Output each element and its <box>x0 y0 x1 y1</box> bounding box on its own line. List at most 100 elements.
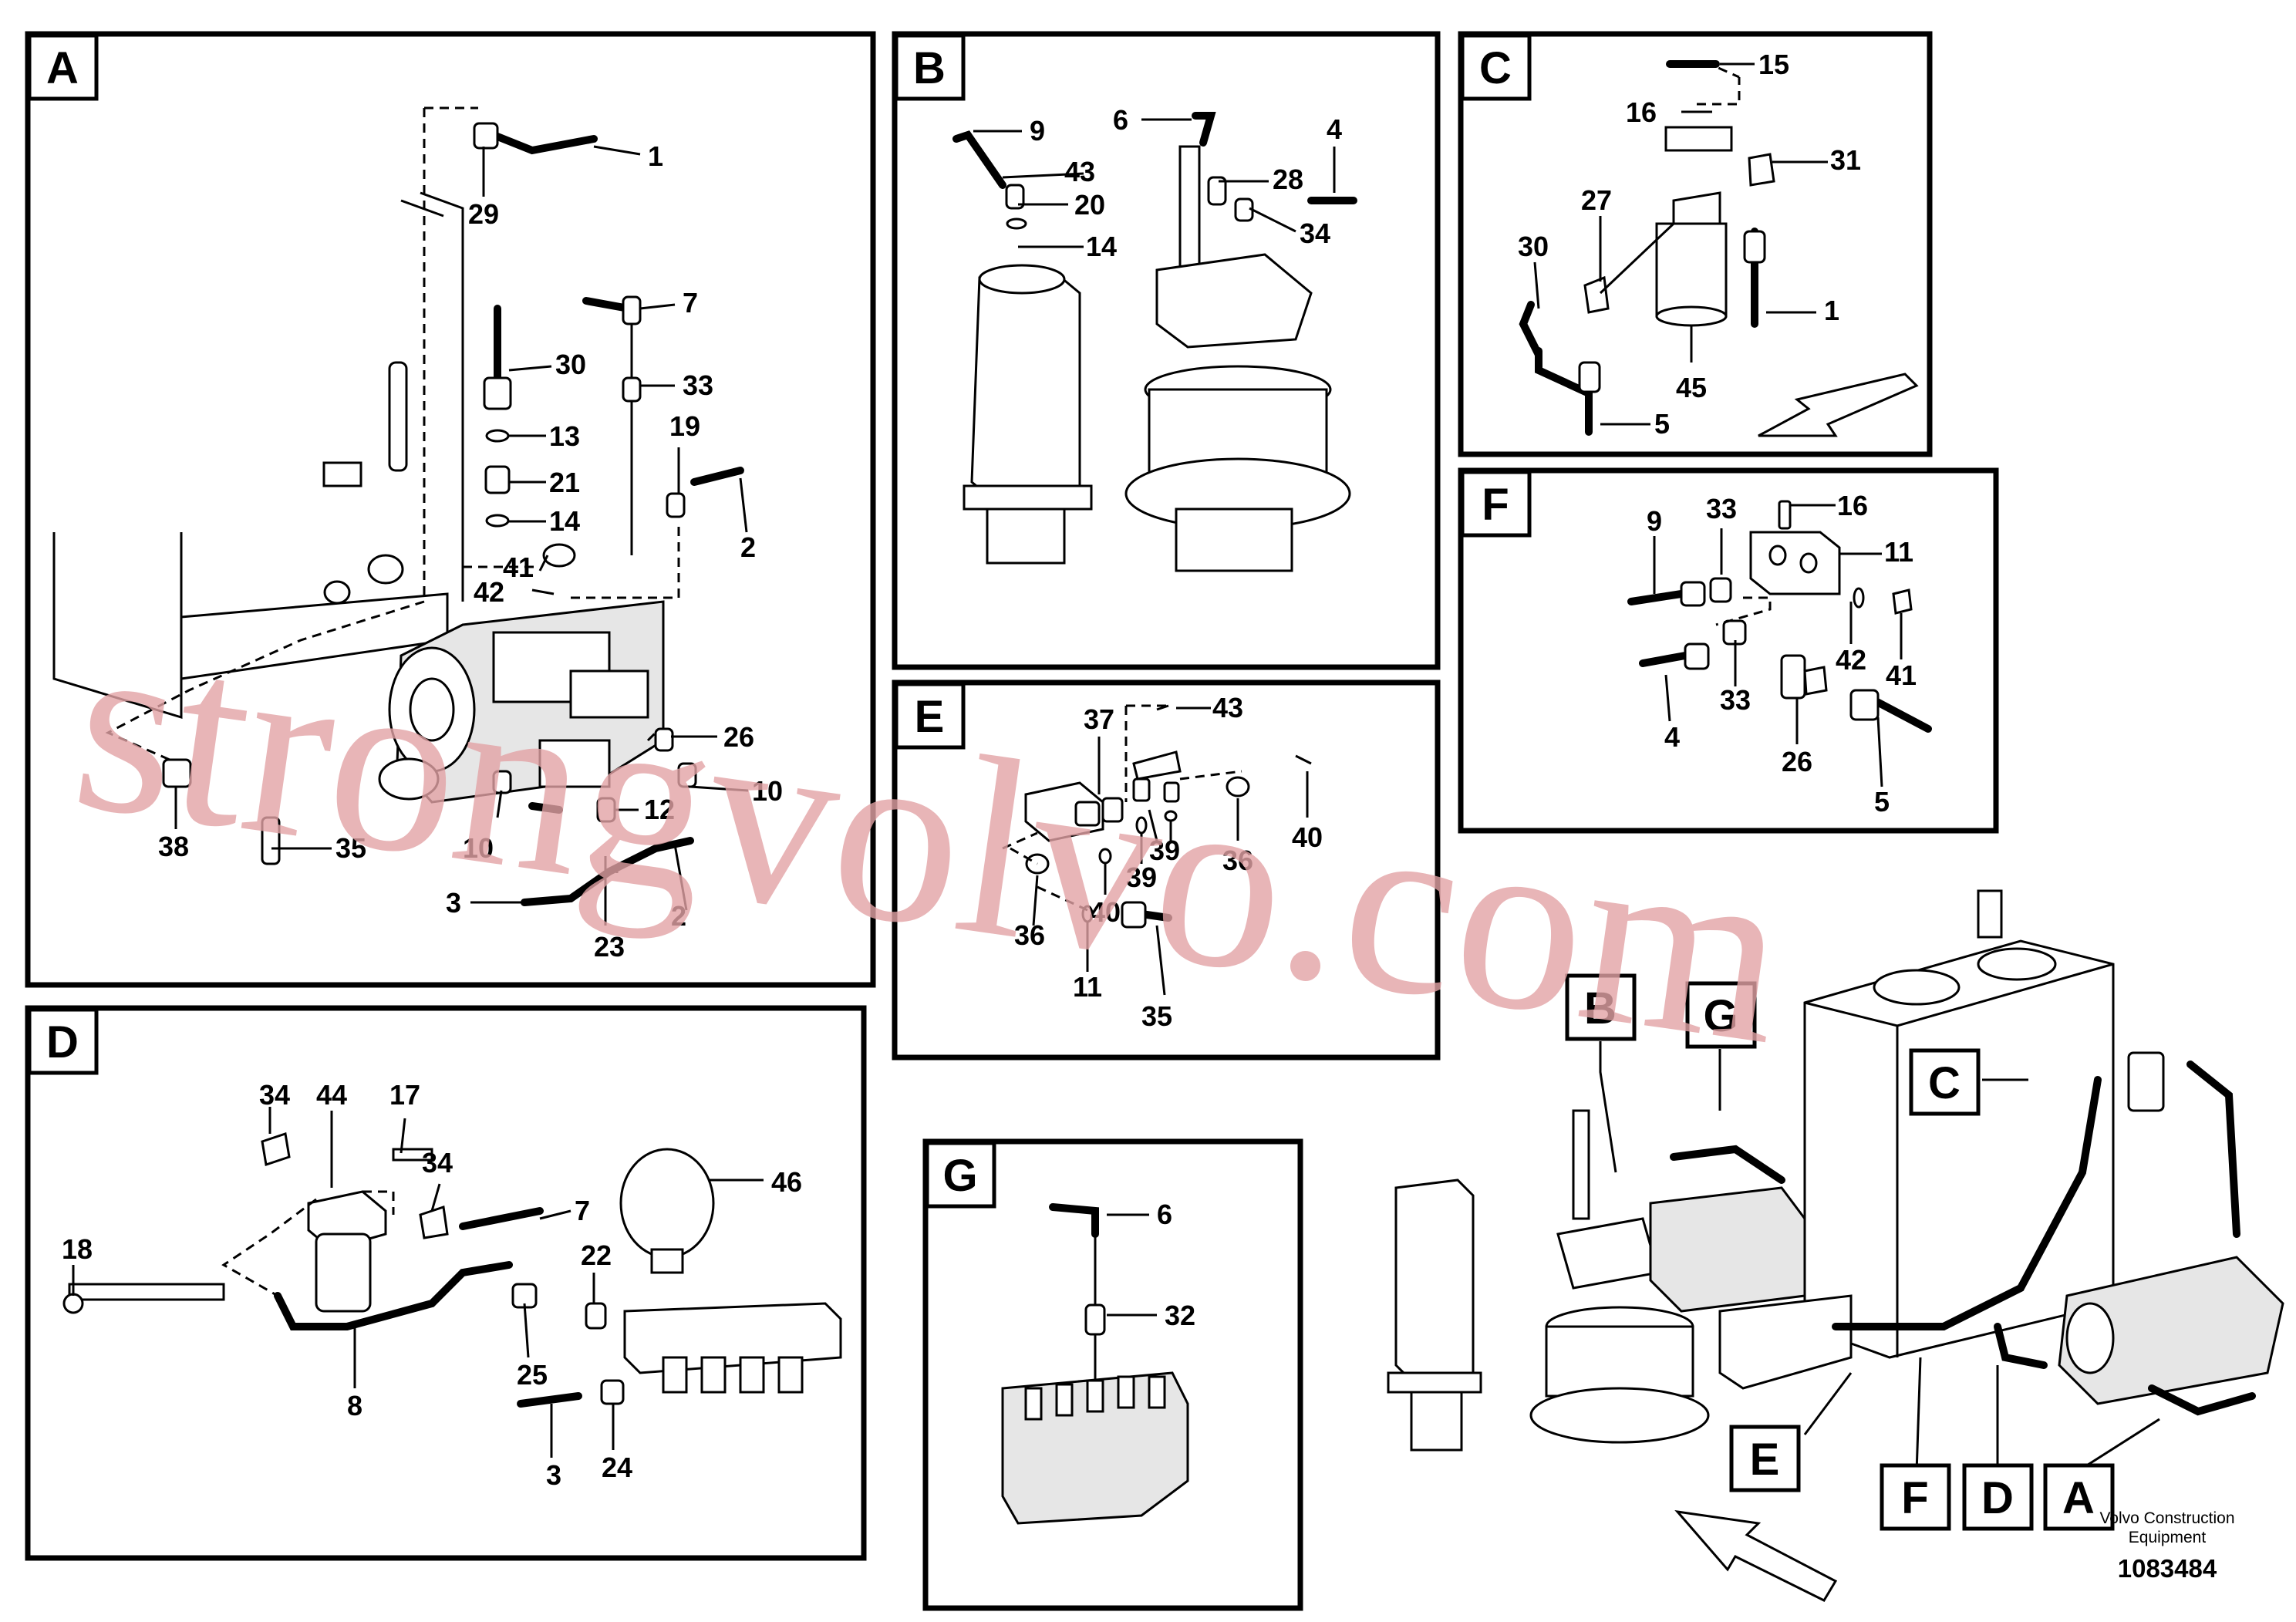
callout-f-41: 41 <box>1886 659 1917 691</box>
callout-c-16: 16 <box>1626 96 1657 128</box>
callout-d-24: 24 <box>602 1452 632 1483</box>
callout-a-35: 35 <box>335 832 366 864</box>
callout-a-23: 23 <box>594 931 625 963</box>
callout-e-37: 37 <box>1084 703 1114 735</box>
callout-a-21: 21 <box>549 467 580 498</box>
overview-tag-b[interactable]: B <box>1584 983 1617 1034</box>
return-filter <box>1655 126 1733 327</box>
panel-g: G 6 32 <box>922 1138 1303 1611</box>
callout-d-18: 18 <box>62 1233 93 1265</box>
callout-b-34: 34 <box>1300 218 1330 249</box>
callout-g-6: 6 <box>1157 1199 1172 1230</box>
callout-a-7: 7 <box>683 287 698 319</box>
callout-d-7: 7 <box>575 1195 590 1226</box>
callout-d-34-left: 34 <box>259 1079 290 1111</box>
callout-f-26: 26 <box>1782 746 1812 777</box>
callout-a-26: 26 <box>723 721 754 753</box>
callout-b-4: 4 <box>1327 113 1342 145</box>
pilot-filter <box>307 1190 387 1313</box>
callout-a-29: 29 <box>468 198 499 230</box>
callout-e-39-bottom: 39 <box>1126 862 1157 893</box>
panel-f-tag: F <box>1482 480 1509 530</box>
panel-d: D <box>25 1005 867 1561</box>
hydraulic-pump <box>378 600 665 804</box>
overview-tag-g[interactable]: G <box>1703 991 1738 1041</box>
overview-tag-c[interactable]: C <box>1928 1058 1961 1108</box>
panel-d-tag: D <box>46 1017 79 1067</box>
callout-g-32: 32 <box>1165 1300 1195 1331</box>
panel-e-tag: E <box>915 692 945 742</box>
swivel-joint <box>963 264 1093 565</box>
callout-d-46: 46 <box>771 1166 802 1198</box>
callout-c-45: 45 <box>1676 372 1707 403</box>
panel-a-tag: A <box>46 43 79 93</box>
solenoid-valve <box>1024 781 1124 842</box>
callout-f-9: 9 <box>1647 505 1662 537</box>
brand-line-1: Volvo Construction <box>2099 1509 2234 1527</box>
overview-tag-f[interactable]: F <box>1901 1473 1928 1523</box>
callout-a-3: 3 <box>446 887 461 919</box>
panel-b: B 9 6 4 43 28 <box>892 31 1441 670</box>
callout-d-22: 22 <box>581 1239 612 1271</box>
direction-arrow <box>1758 373 1919 437</box>
panel-g-tag: G <box>942 1151 977 1201</box>
callout-a-2-top: 2 <box>740 531 756 563</box>
callout-d-34-right: 34 <box>422 1147 453 1179</box>
callout-d-25: 25 <box>517 1359 548 1391</box>
callout-a-10-left: 10 <box>463 832 494 864</box>
callout-d-8: 8 <box>347 1390 362 1421</box>
callout-c-30: 30 <box>1518 231 1549 262</box>
callout-a-38: 38 <box>158 831 189 862</box>
callout-b-9: 9 <box>1030 115 1045 147</box>
callout-a-33: 33 <box>683 369 713 401</box>
panel-c-tag: C <box>1479 43 1512 93</box>
panel-f: F 33 16 9 11 42 41 4 <box>1458 467 1999 834</box>
callout-e-35: 35 <box>1141 1000 1172 1032</box>
callout-a-1: 1 <box>648 140 663 172</box>
callout-f-16: 16 <box>1837 490 1868 521</box>
callout-a-19: 19 <box>669 410 700 442</box>
overview-tag-a[interactable]: A <box>2062 1473 2095 1523</box>
overview-tag-d[interactable]: D <box>1981 1473 2014 1523</box>
callout-e-40-left: 40 <box>1090 896 1121 928</box>
panel-b-tag: B <box>913 43 946 93</box>
callout-b-28: 28 <box>1273 164 1303 195</box>
callout-f-33-bottom: 33 <box>1720 684 1751 716</box>
callout-c-15: 15 <box>1758 49 1789 80</box>
panel-a: A <box>25 31 876 988</box>
callout-a-41: 41 <box>503 551 534 583</box>
callout-a-13: 13 <box>549 420 580 452</box>
callout-d-44: 44 <box>316 1079 347 1111</box>
callout-c-1: 1 <box>1824 295 1839 326</box>
callout-d-17: 17 <box>389 1079 420 1111</box>
callout-b-43: 43 <box>1064 156 1095 187</box>
callout-c-27: 27 <box>1581 184 1612 216</box>
callout-a-10-right: 10 <box>752 775 783 807</box>
callout-c-31: 31 <box>1830 144 1861 176</box>
control-valve <box>1001 1371 1189 1525</box>
overview-tag-e[interactable]: E <box>1750 1435 1780 1485</box>
swing-motor <box>1124 145 1351 572</box>
callout-d-3: 3 <box>546 1459 561 1491</box>
callout-e-11: 11 <box>1073 971 1102 1003</box>
callout-b-6: 6 <box>1113 104 1128 136</box>
callout-f-4: 4 <box>1664 721 1680 753</box>
callout-a-12: 12 <box>644 794 675 825</box>
callout-a-2-bottom: 2 <box>671 900 686 932</box>
machine-overview: B G C E F D A <box>1387 889 2284 1602</box>
panel-c: C 15 16 31 27 30 1 45 5 <box>1458 31 1933 457</box>
callout-f-33-top: 33 <box>1706 493 1737 524</box>
callout-a-42: 42 <box>474 576 504 608</box>
callout-b-20: 20 <box>1074 189 1105 221</box>
callout-f-11: 11 <box>1884 536 1913 568</box>
callout-a-14: 14 <box>549 505 580 537</box>
callout-e-43: 43 <box>1212 692 1243 723</box>
front-direction-arrow <box>1674 1509 1838 1602</box>
panel-e: E 37 43 39 36 40 40 3 <box>892 679 1441 1061</box>
distribution-block <box>1749 531 1841 595</box>
callout-c-5: 5 <box>1654 408 1670 440</box>
callout-e-39-top: 39 <box>1149 835 1180 866</box>
callout-a-30: 30 <box>555 349 586 380</box>
callout-e-40-right: 40 <box>1292 821 1323 853</box>
